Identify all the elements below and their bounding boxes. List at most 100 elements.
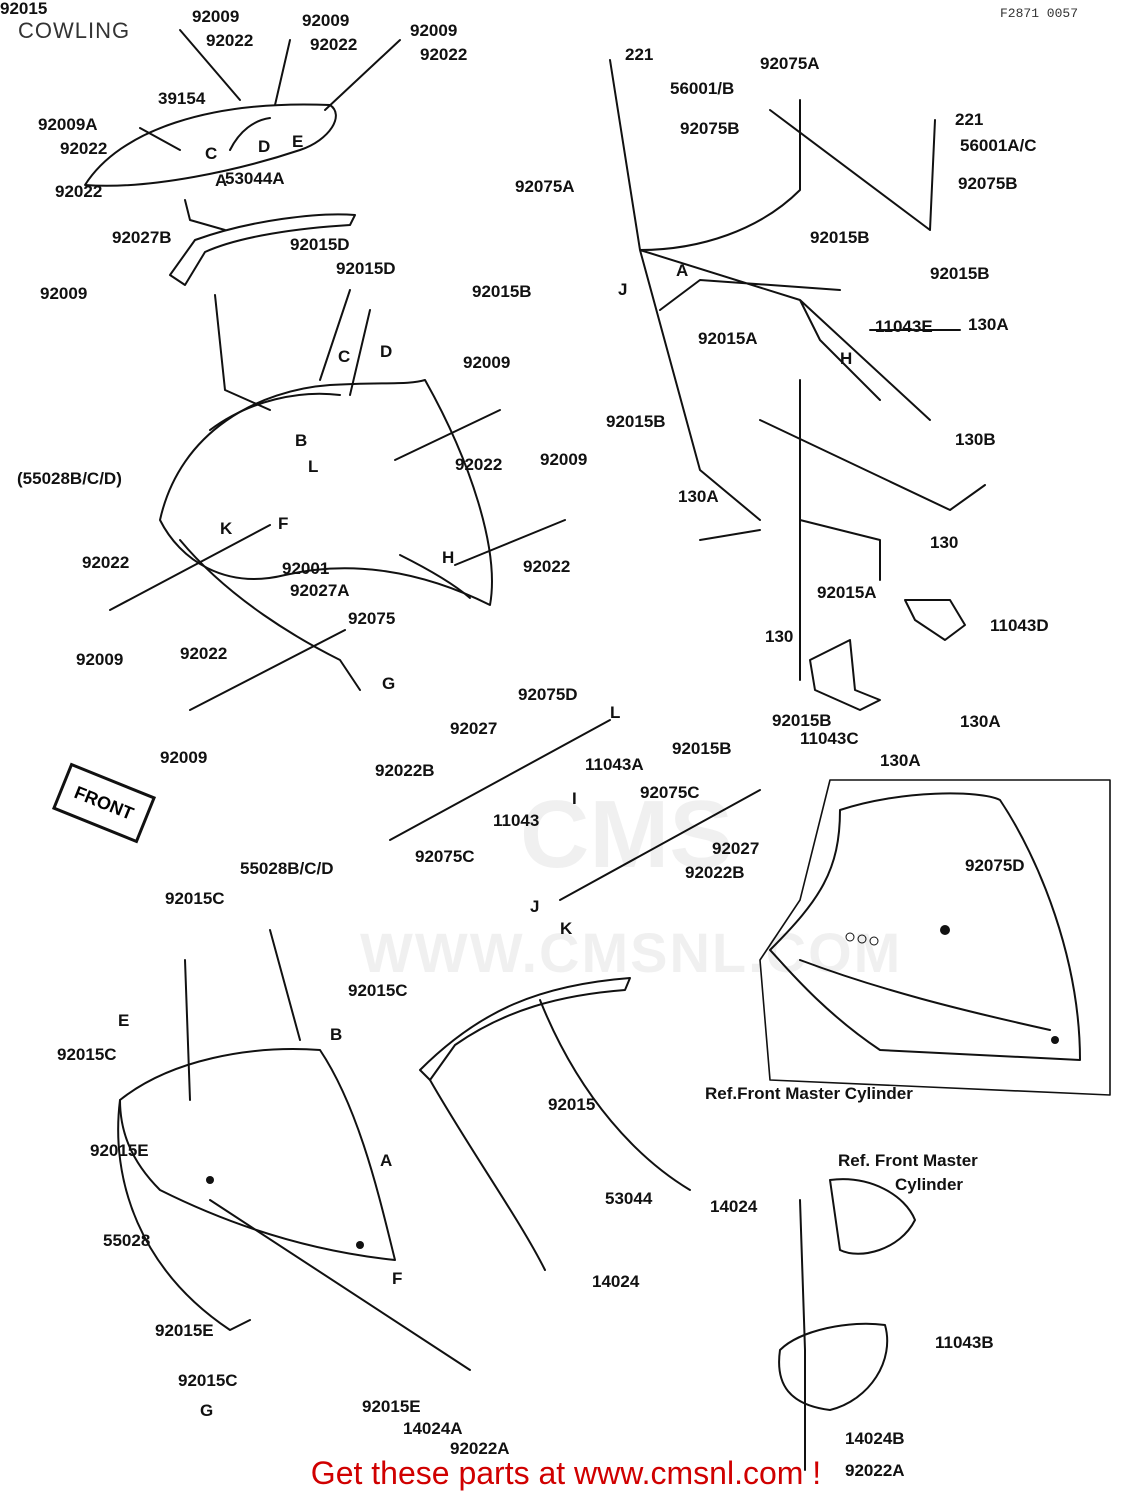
part-number-label: E — [118, 1011, 130, 1030]
part-number-label: 14024B — [845, 1429, 905, 1448]
part-number-label: G — [382, 674, 396, 693]
part-number-label: K — [560, 919, 573, 938]
watermark-site: WWW.CMSNL.COM — [360, 921, 903, 984]
part-number-label: 92022 — [206, 31, 254, 50]
part-number-label: 92015C — [57, 1045, 117, 1064]
windshield-part — [84, 103, 337, 187]
part-number-label: 130A — [968, 315, 1009, 334]
part-number-label: 92015D — [336, 259, 396, 278]
part-number-label: 92015B — [672, 739, 732, 758]
part-number-label: 92015E — [155, 1321, 214, 1340]
part-number-label: 92022 — [420, 45, 468, 64]
part-number-label: I — [572, 789, 577, 808]
part-number-label: 11043E — [875, 317, 933, 336]
part-number-label: 92015B — [930, 264, 990, 283]
part-number-label: 130A — [678, 487, 719, 506]
part-number-label: 92015D — [290, 235, 350, 254]
part-number-label: 92027A — [290, 581, 350, 600]
part-number-label: 53044A — [225, 169, 285, 188]
part-number-label: A — [215, 171, 228, 190]
part-number-label: 92022 — [455, 455, 503, 474]
part-number-label: 130B — [955, 430, 996, 449]
inner-fairing-box — [759, 779, 1111, 1096]
part-number-label: A — [380, 1151, 393, 1170]
part-number-label: 92022 — [523, 557, 571, 576]
part-number-label: 92022A — [450, 1439, 510, 1458]
part-number-label: C — [205, 144, 218, 163]
part-number-label: 92015A — [698, 329, 758, 348]
part-number-label: 92075 — [348, 609, 396, 628]
part-number-label: F — [392, 1269, 403, 1288]
part-number-label: 11043D — [990, 616, 1049, 635]
part-number-label: 14024A — [403, 1419, 463, 1438]
part-number-label: 92009 — [76, 650, 124, 669]
part-number-label: 55028B/C/D — [240, 859, 334, 878]
part-number-label: 92022A — [845, 1461, 905, 1480]
part-number-label: 11043 — [493, 811, 540, 830]
part-number-label: 92015C — [178, 1371, 238, 1390]
page-title: COWLING — [18, 18, 131, 43]
part-number-label: 92075B — [680, 119, 740, 138]
part-number-label: 92022 — [82, 553, 130, 572]
part-number-label: A — [676, 261, 689, 280]
part-number-label: 14024 — [592, 1272, 640, 1291]
part-number-label: 92015B — [606, 412, 666, 431]
footer-banner[interactable]: Get these parts at www.cmsnl.com ! — [310, 1455, 822, 1491]
part-number-label: 92009A — [38, 115, 98, 134]
part-number-label: D — [258, 137, 271, 156]
part-number-label: 130 — [930, 533, 959, 552]
part-number-label: 56001A/C — [960, 136, 1037, 155]
part-number-label: 92009 — [40, 284, 88, 303]
part-number-label: 11043B — [935, 1333, 994, 1352]
part-number-label: 92009 — [410, 21, 458, 40]
part-number-label: 92009 — [192, 7, 240, 26]
part-number-label: 92022 — [60, 139, 108, 158]
part-number-label: 92015E — [362, 1397, 421, 1416]
part-number-label: 130A — [880, 751, 921, 770]
part-number-label: 92027B — [112, 228, 172, 247]
part-number-label: 221 — [625, 45, 654, 64]
part-number-label: J — [618, 280, 628, 299]
bracket-11043d — [904, 599, 966, 641]
part-number-label: 92015B — [810, 228, 870, 247]
part-number-label: 92015A — [817, 583, 877, 602]
part-number-label: 92075C — [640, 783, 700, 802]
part-number-label: 92015B — [472, 282, 532, 301]
part-number-label: L — [610, 703, 621, 722]
part-number-label: (55028B/C/D) — [17, 469, 122, 488]
part-number-label: B — [295, 431, 308, 450]
part-number-label: 92075A — [760, 54, 820, 73]
part-number-label: 92075D — [518, 685, 578, 704]
part-number-label: 92015 — [0, 0, 48, 18]
part-number-label: 92009 — [463, 353, 511, 372]
ref-label-2b: Cylinder — [895, 1175, 964, 1194]
part-number-label: 92075A — [515, 177, 575, 196]
part-number-label: 92075C — [415, 847, 475, 866]
part-number-label: 92022B — [375, 761, 435, 780]
part-number-label: 92022 — [180, 644, 228, 663]
part-number-label: K — [220, 519, 233, 538]
part-number-label: 221 — [955, 110, 984, 129]
part-number-label: L — [308, 457, 319, 476]
part-number-label: 92015B — [772, 711, 832, 730]
part-number-label: 55028 — [103, 1231, 151, 1250]
part-number-label: 11043A — [585, 755, 644, 774]
lower-fairing — [119, 1048, 396, 1261]
part-number-label: 92027 — [450, 719, 498, 738]
upper-fairing — [159, 379, 493, 606]
part-number-label: 92015 — [548, 1095, 596, 1114]
part-number-label: D — [380, 342, 393, 361]
part-number-label: 92015E — [90, 1141, 149, 1160]
part-number-label: 39154 — [158, 89, 206, 108]
trim-53044 — [419, 977, 631, 1081]
part-number-label: J — [530, 897, 540, 916]
bracket-11043c — [809, 639, 881, 711]
part-number-label: H — [442, 548, 455, 567]
part-number-label: F — [278, 514, 289, 533]
part-number-label: H — [840, 349, 853, 368]
part-number-label: 56001/B — [670, 79, 735, 98]
part-number-label: 130 — [765, 627, 794, 646]
part-number-label: B — [330, 1025, 343, 1044]
part-number-label: 130A — [960, 712, 1001, 731]
